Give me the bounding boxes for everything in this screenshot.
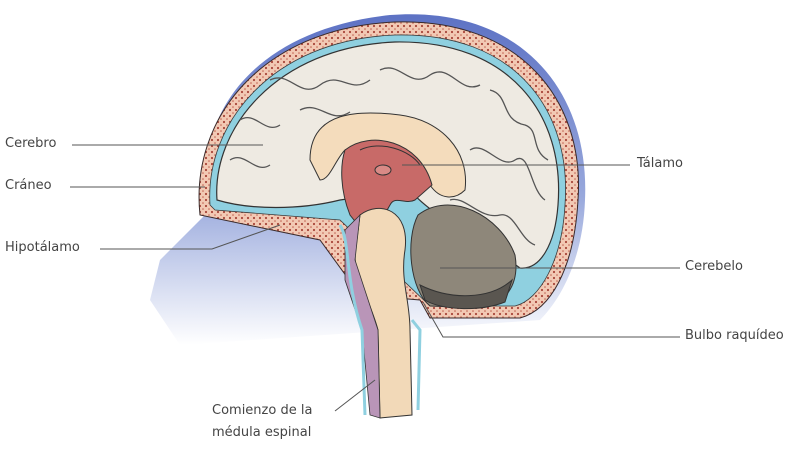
leader-lines xyxy=(70,144,680,412)
label-bulbo-raquideo: Bulbo raquídeo xyxy=(685,328,784,343)
label-cerebro: Cerebro xyxy=(5,136,57,151)
csf-space xyxy=(344,213,381,419)
gyri xyxy=(229,67,549,246)
label-cerebelo: Cerebelo xyxy=(685,259,743,274)
label-hipotalamo: Hipotálamo xyxy=(5,240,80,255)
label-medula-line2: médula espinal xyxy=(212,425,312,440)
label-craneo: Cráneo xyxy=(5,178,52,193)
label-medula-line1: Comienzo de la xyxy=(212,403,313,418)
label-talamo: Tálamo xyxy=(637,156,683,171)
